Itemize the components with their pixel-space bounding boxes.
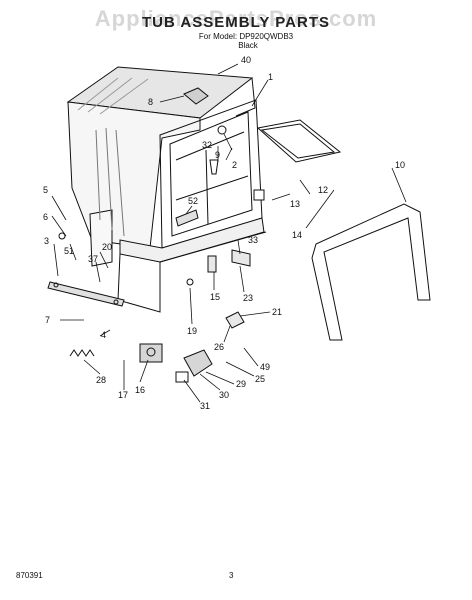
page-number: 3 — [229, 571, 234, 580]
callout-51: 51 — [64, 246, 74, 256]
callout-7: 7 — [45, 315, 50, 325]
callout-19: 19 — [187, 326, 197, 336]
document-code: 870391 — [16, 571, 43, 580]
callout-33: 33 — [248, 235, 258, 245]
callout-13: 13 — [290, 199, 300, 209]
color-line: Black — [238, 41, 258, 50]
callout-21: 21 — [272, 307, 282, 317]
diagram-title: TUB ASSEMBLY PARTS — [141, 14, 331, 31]
callout-1: 1 — [268, 72, 273, 82]
callout-17: 17 — [118, 390, 128, 400]
callout-16: 16 — [135, 385, 145, 395]
switch-part — [175, 349, 213, 383]
tub-body — [66, 66, 267, 313]
callout-10: 10 — [395, 160, 405, 170]
callout-labels: 40 1 8 32 9 2 10 5 6 3 51 20 37 52 13 12… — [43, 55, 405, 411]
leader-lines — [51, 63, 407, 403]
model-line: For Model: DP920QWDB3 — [198, 32, 294, 41]
callout-20: 20 — [102, 242, 112, 252]
callout-25: 25 — [255, 374, 265, 384]
callout-29: 29 — [236, 379, 246, 389]
callout-8: 8 — [148, 97, 153, 107]
spring-part — [69, 349, 95, 357]
callout-52: 52 — [188, 196, 198, 206]
callout-15: 15 — [210, 292, 220, 302]
callout-5: 5 — [43, 185, 48, 195]
callout-23: 23 — [243, 293, 253, 303]
callout-49: 49 — [260, 362, 270, 372]
callout-9: 9 — [215, 150, 220, 160]
watermark: AppliancePartsPros.com — [94, 6, 378, 31]
callout-4: 4 — [101, 330, 106, 340]
callout-31: 31 — [200, 401, 210, 411]
vent-part — [183, 87, 209, 105]
callout-3: 3 — [44, 236, 49, 246]
callout-2: 2 — [232, 160, 237, 170]
clip-parts — [58, 125, 265, 329]
hinge-bracket-part — [47, 281, 125, 307]
callout-32: 32 — [202, 140, 212, 150]
callout-37: 37 — [88, 254, 98, 264]
tub-gasket — [311, 203, 431, 341]
callout-12: 12 — [318, 185, 328, 195]
callout-14: 14 — [292, 230, 302, 240]
callout-40: 40 — [241, 55, 251, 65]
callout-6: 6 — [43, 212, 48, 222]
valve-part — [139, 343, 163, 363]
callout-30: 30 — [219, 390, 229, 400]
callout-28: 28 — [96, 375, 106, 385]
callout-26: 26 — [214, 342, 224, 352]
rack-frame — [256, 119, 342, 163]
